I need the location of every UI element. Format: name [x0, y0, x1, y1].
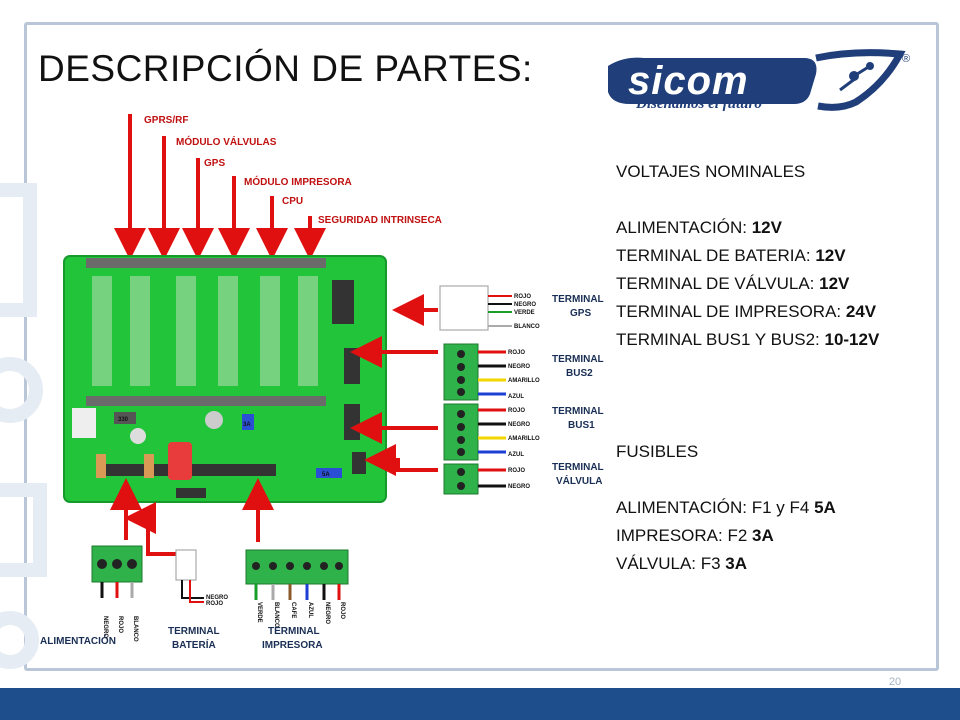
fuse-row: ALIMENTACIÓN: F1 y F4 5A	[616, 498, 836, 517]
terminal-bus1-title: TERMINAL	[552, 406, 604, 417]
svg-text:BUS2: BUS2	[566, 368, 593, 379]
svg-text:ROJO: ROJO	[508, 468, 525, 474]
svg-text:ROJO: ROJO	[206, 601, 223, 607]
svg-text:NEGRO: NEGRO	[206, 595, 228, 601]
svg-text:IMPRESORA: IMPRESORA	[262, 640, 323, 651]
top-arrows	[114, 114, 326, 260]
alimentacion-connector: NEGRO ROJO BLANCO ALIMENTACIÓN	[40, 545, 143, 647]
svg-text:BLANCO: BLANCO	[514, 324, 540, 330]
voltage-row: TERMINAL DE IMPRESORA: 24V	[616, 302, 877, 321]
svg-text:AMARILLO: AMARILLO	[508, 378, 540, 384]
resistor-mark: 330	[118, 417, 129, 423]
svg-text:GPS: GPS	[570, 308, 591, 319]
svg-text:VERDE: VERDE	[514, 310, 535, 316]
svg-text:NEGRO: NEGRO	[508, 422, 530, 428]
label-cpu: CPU	[282, 196, 303, 207]
label-modulo-impresora: MÓDULO IMPRESORA	[244, 175, 352, 188]
page-number: 20	[888, 676, 902, 688]
alimentacion-title: ALIMENTACIÓN	[40, 634, 116, 647]
specs-panel: VOLTAJES NOMINALES ALIMENTACIÓN: 12V TER…	[616, 158, 879, 578]
voltage-row: TERMINAL BUS1 Y BUS2: 10-12V	[616, 330, 880, 349]
terminal-valvula-title: TERMINAL	[552, 462, 604, 473]
svg-text:CAFE: CAFE	[290, 602, 296, 618]
svg-text:ROJO: ROJO	[117, 616, 123, 633]
svg-text:VERDE: VERDE	[256, 602, 262, 623]
svg-text:AMARILLO: AMARILLO	[508, 436, 540, 442]
bateria-connector: NEGRO ROJO TERMINAL BATERÍA	[168, 549, 228, 651]
voltage-row: TERMINAL DE VÁLVULA: 12V	[616, 274, 850, 293]
svg-text:NEGRO: NEGRO	[102, 616, 108, 638]
voltage-row: TERMINAL DE BATERIA: 12V	[616, 246, 846, 265]
label-modulo-valvulas: MÓDULO VÁLVULAS	[176, 135, 277, 148]
svg-text:NEGRO: NEGRO	[514, 302, 536, 308]
svg-text:VÁLVULA: VÁLVULA	[556, 474, 602, 487]
impresora-title: TERMINAL	[268, 626, 320, 637]
footer-bar	[0, 688, 960, 720]
side-arrows	[350, 294, 438, 476]
pcb-board: 330 3A 5A	[63, 255, 387, 503]
svg-text:BLANCO: BLANCO	[273, 602, 279, 628]
terminal-bus2-title: TERMINAL	[552, 354, 604, 365]
voltage-row: ALIMENTACIÓN: 12V	[616, 218, 782, 237]
voltages-heading: VOLTAJES NOMINALES	[616, 162, 806, 181]
sicom-logo: sicom ®	[608, 49, 910, 111]
fuse-row: IMPRESORA: F2 3A	[616, 526, 774, 545]
svg-text:ROJO: ROJO	[508, 350, 525, 356]
svg-text:BLANCO: BLANCO	[132, 616, 138, 642]
impresora-connector: VERDE BLANCO CAFE AZUL NEGRO ROJO TERMIN…	[245, 549, 349, 651]
svg-text:NEGRO: NEGRO	[324, 602, 330, 624]
terminal-valvula-connector: ROJO NEGRO TERMINAL VÁLVULA	[443, 462, 604, 495]
fuse-mark-3a: 3A	[243, 422, 251, 428]
board-diagram: GPRS/RF MÓDULO VÁLVULAS GPS MÓDULO IMPRE…	[40, 114, 604, 651]
logo-wordmark: sicom	[628, 59, 749, 103]
svg-text:BUS1: BUS1	[568, 420, 595, 431]
svg-text:BATERÍA: BATERÍA	[172, 638, 216, 651]
label-gprs-rf: GPRS/RF	[144, 115, 188, 126]
svg-text:AZUL: AZUL	[508, 452, 524, 458]
bottom-arrows	[110, 478, 274, 556]
terminal-bus1-connector: ROJO NEGRO AMARILLO AZUL TERMINAL BUS1	[443, 403, 604, 461]
fuses-heading: FUSIBLES	[616, 442, 699, 461]
svg-text:ROJO: ROJO	[339, 602, 345, 619]
svg-text:NEGRO: NEGRO	[508, 364, 530, 370]
slide-title: DESCRIPCIÓN DE PARTES:	[38, 48, 533, 89]
svg-text:NEGRO: NEGRO	[508, 484, 530, 490]
terminal-gps-connector: ROJO NEGRO VERDE BLANCO TERMINAL GPS	[439, 285, 604, 331]
label-seguridad-intrinseca: SEGURIDAD INTRINSECA	[318, 215, 442, 226]
registered-mark: ®	[902, 53, 910, 65]
label-gps: GPS	[204, 158, 225, 169]
terminal-bus2-connector: ROJO NEGRO AMARILLO AZUL TERMINAL BUS2	[443, 343, 604, 401]
logo-tagline: Diseñamos el futuro	[636, 96, 762, 112]
fuse-mark-5a: 5A	[322, 472, 330, 478]
svg-text:AZUL: AZUL	[508, 394, 524, 400]
bateria-title: TERMINAL	[168, 626, 220, 637]
svg-text:ROJO: ROJO	[514, 294, 531, 300]
background-watermark	[0, 183, 47, 669]
fuse-row: VÁLVULA: F3 3A	[616, 554, 748, 573]
terminal-gps-title: TERMINAL	[552, 294, 604, 305]
svg-text:AZUL: AZUL	[307, 602, 313, 618]
svg-text:ROJO: ROJO	[508, 408, 525, 414]
